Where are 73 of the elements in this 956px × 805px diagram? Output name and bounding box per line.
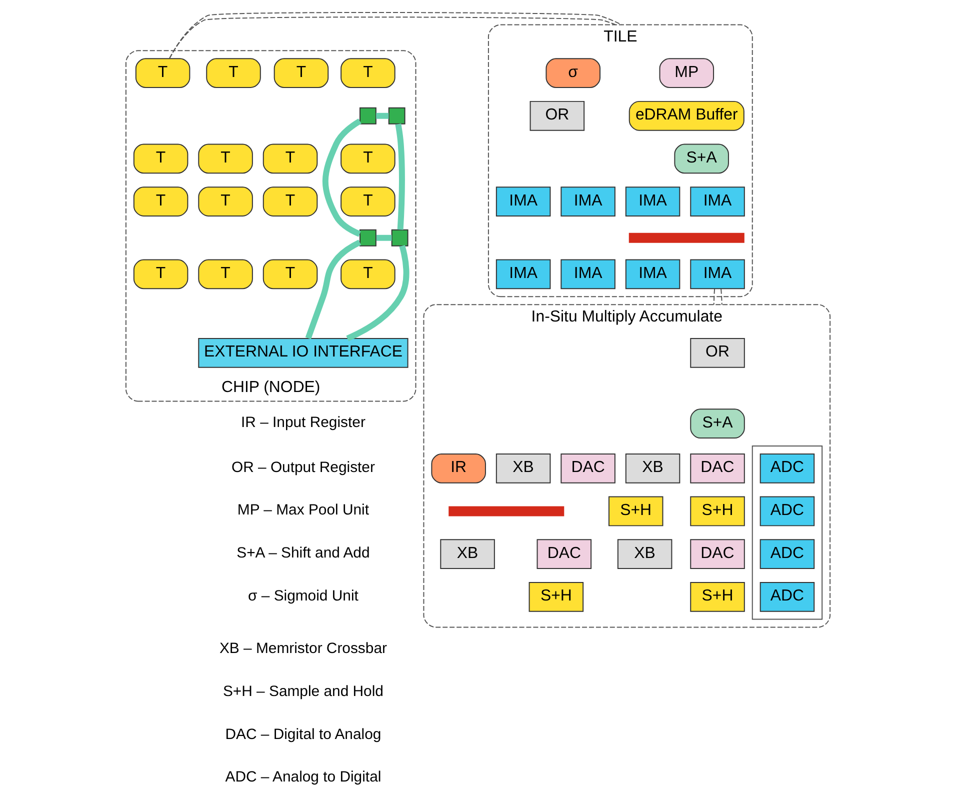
label: σ – Sigmoid Unit [248, 587, 358, 604]
connector [376, 234, 392, 241]
node-box: S+H [690, 496, 745, 526]
node-box: T [198, 144, 253, 174]
node-box: S+H [608, 496, 664, 526]
label: IR – Input Register [241, 414, 366, 432]
node-box: T [198, 259, 253, 290]
node-box: S+A [674, 144, 729, 174]
node-box [391, 229, 408, 246]
node-box: IMA [560, 186, 616, 216]
node-box: S+H [528, 582, 584, 612]
node-box: DAC [536, 539, 592, 569]
node-box: T [340, 259, 396, 290]
node-box: MP [659, 58, 714, 88]
node-box: OR [530, 100, 585, 131]
connector [720, 288, 722, 306]
node-box: IMA [496, 186, 551, 216]
node-box: IMA [690, 259, 745, 290]
connector [713, 288, 716, 306]
node-box: T [262, 259, 318, 290]
node-box: XB [625, 453, 680, 484]
label: XB – Memristor Crossbar [219, 640, 387, 658]
label: S+A – Shift and Add [236, 544, 370, 562]
node-box: T [206, 58, 261, 88]
node-box: T [340, 144, 396, 174]
node-box: ADC [760, 496, 815, 526]
connector [322, 118, 362, 237]
node-box: S+H [690, 582, 745, 612]
label: OR – Output Register [231, 458, 375, 476]
node-box: T [133, 259, 188, 290]
node-bar [448, 506, 564, 516]
label: ADC – Analog to Digital [225, 768, 382, 786]
label: MP – Max Pool Unit [237, 502, 370, 519]
node-box: IMA [560, 259, 616, 290]
node-box: T [262, 144, 318, 174]
node-box: XB [496, 453, 551, 484]
node-box: ADC [760, 582, 815, 612]
node-box: IR [431, 453, 486, 484]
label: DAC – Digital to Analog [225, 726, 382, 743]
connector [395, 124, 405, 230]
node-box: S+A [690, 408, 745, 439]
node-box [388, 107, 406, 124]
node-box: σ [546, 58, 600, 88]
node-box: T [133, 144, 188, 174]
node-box: T [274, 58, 329, 88]
node-box: T [262, 186, 318, 216]
node-box: T [198, 186, 253, 216]
cluster [752, 446, 823, 620]
node-box: EXTERNAL IO INTERFACE [198, 338, 408, 368]
node-box: ADC [760, 453, 815, 484]
node-box: IMA [625, 186, 680, 216]
node-box: XB [617, 539, 672, 569]
node-box: T [133, 186, 188, 216]
node-box: IMA [625, 259, 680, 290]
node-box [359, 107, 376, 124]
node-box: DAC [690, 539, 745, 569]
node-bar [628, 232, 744, 243]
connector [305, 240, 362, 340]
node-box: OR [690, 338, 745, 368]
node-box: eDRAM Buffer [628, 100, 744, 131]
node-box: ADC [760, 539, 815, 569]
connector [346, 245, 410, 342]
node-box: T [135, 58, 190, 88]
node-box: XB [440, 539, 495, 569]
connector [376, 112, 389, 119]
node-box: DAC [690, 453, 745, 484]
label: S+H – Sample and Hold [222, 682, 384, 700]
node-box: DAC [560, 453, 616, 484]
node-box: T [340, 58, 396, 88]
node-box: IMA [496, 259, 551, 290]
node-box: T [340, 186, 396, 216]
node-box [359, 229, 376, 246]
node-box: IMA [690, 186, 745, 216]
